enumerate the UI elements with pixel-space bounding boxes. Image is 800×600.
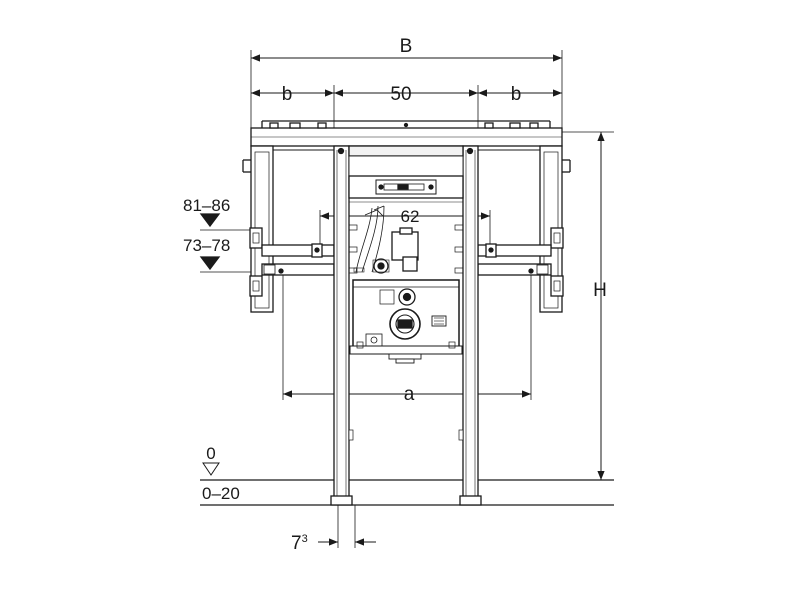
- floor-lines: [200, 479, 614, 506]
- label-floor-level: 0: [206, 444, 215, 463]
- label-bracket-spacing: 62: [401, 207, 420, 226]
- label-floor-range: 0–20: [202, 484, 240, 503]
- label-center-width: 50: [390, 84, 411, 105]
- dimension-labels: B b 50 b 62 81–86 73–78 H a 0 0–20 73: [183, 36, 607, 554]
- label-height-range-lower: 73–78: [183, 236, 230, 255]
- height-level-markers: [199, 213, 221, 476]
- right-upright: [454, 145, 482, 506]
- label-overall-height: H: [593, 280, 607, 301]
- label-anchor-spacing: a: [404, 384, 415, 405]
- fill-valve-housing: [391, 231, 419, 261]
- label-overall-width: B: [400, 36, 413, 57]
- label-foot-offset-superscript: 3: [302, 533, 308, 545]
- label-side-width-right: b: [511, 84, 522, 105]
- level-arrow-lower: [199, 256, 221, 271]
- left-upright: [330, 145, 358, 506]
- right-side-wing: [478, 145, 571, 313]
- label-foot-offset-value: 7: [291, 533, 302, 554]
- label-foot-offset: 73: [291, 533, 308, 554]
- floor-level-arrow: [202, 462, 220, 476]
- label-side-width-left: b: [282, 84, 293, 105]
- top-rail: [250, 120, 563, 147]
- level-arrow-upper: [199, 213, 221, 228]
- label-height-range-upper: 81–86: [183, 196, 230, 215]
- cistern-body: [348, 145, 464, 364]
